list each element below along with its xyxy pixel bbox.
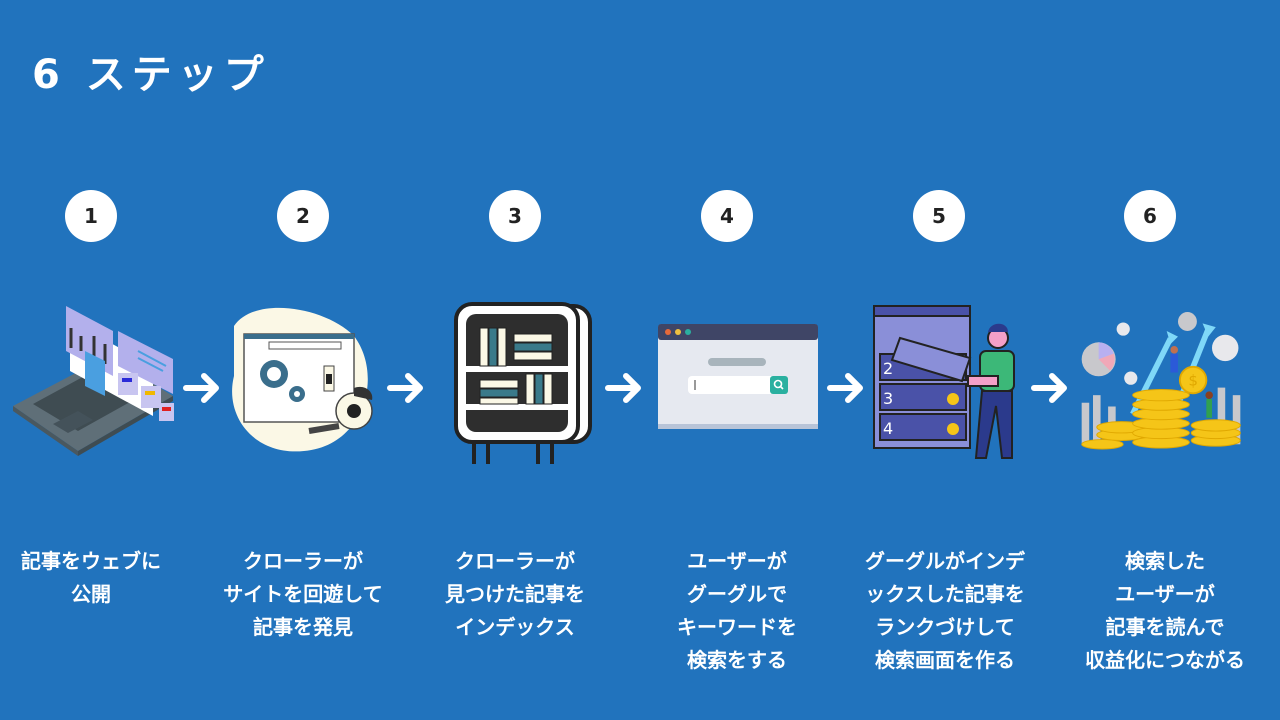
arrow-right-icon [1031,373,1067,403]
ranking-list-person-icon: 2 3 4 [873,305,1015,459]
svg-text:4: 4 [883,419,893,438]
step-caption-3: クローラーが 見つけた記事を インデックス [445,549,585,639]
svg-text:$: $ [1188,372,1198,390]
page-title: 6 ステップ [32,52,270,98]
arrow-right-icon [387,373,423,403]
arrow-right-icon [827,373,863,403]
step-number-4: 4 [701,190,753,242]
step-caption-2: クローラーが サイトを回遊して 記事を発見 [223,549,383,639]
arrow-right-icon [183,373,219,403]
step-number-5: 5 [913,190,965,242]
step-number-1: 1 [65,190,117,242]
step-caption-1: 記事をウェブに 公開 [21,549,161,606]
step-number-3: 3 [489,190,541,242]
step-caption-5: グーグルがインデ ックスした記事を ランクづけして 検索画面を作る [865,549,1025,672]
search-browser-icon [658,324,818,429]
monetization-coins-icon: $ [1081,312,1241,450]
step-caption-6: 検索した ユーザーが 記事を読んで 収益化につながる [1085,549,1245,672]
svg-text:3: 3 [883,389,893,408]
step-number-2: 2 [277,190,329,242]
svg-text:2: 2 [883,359,893,378]
bookshelf-index-icon [454,302,592,464]
step-number-6: 6 [1124,190,1176,242]
step-caption-4: ユーザーが グーグルで キーワードを 検索をする [677,549,797,672]
crawler-robot-browser-icon [232,307,373,452]
laptop-publishing-icon [13,306,174,456]
arrow-right-icon [605,373,641,403]
